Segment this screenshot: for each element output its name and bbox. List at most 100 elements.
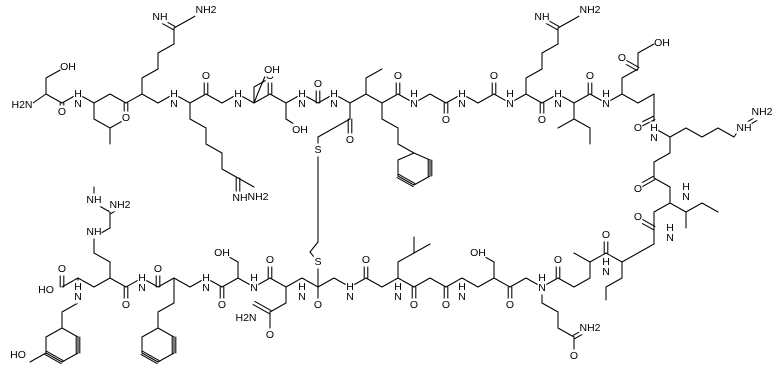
amide-label: N [537, 281, 547, 295]
atom-label: H [537, 271, 547, 285]
atom-label: O [617, 51, 627, 65]
amide-label: N [665, 231, 675, 245]
atom-label: H2N [235, 311, 257, 325]
atom-text: O [442, 299, 450, 311]
bond-280 [61, 352, 79, 363]
atom-text: H [602, 88, 610, 100]
bond-215 [309, 241, 319, 253]
bond-171 [557, 277, 575, 288]
bond-36 [189, 118, 207, 129]
bond-180 [557, 327, 575, 338]
bond-226 [269, 302, 287, 313]
bond-140 [717, 127, 735, 138]
atom-text: HO [38, 284, 54, 296]
bond-184 [493, 277, 511, 288]
atom-label: NH2 [579, 3, 601, 17]
amide-label: N [73, 97, 83, 111]
atom-label: H [169, 87, 179, 101]
amide-text: N [298, 291, 306, 303]
amide-label: N [601, 265, 611, 279]
atom-label: O [345, 133, 355, 147]
atom-text: OH [292, 124, 308, 136]
atom-text: O [58, 106, 66, 118]
bond-229 [252, 304, 270, 315]
bond-190 [461, 277, 479, 288]
atom-text: O [410, 299, 418, 311]
atom-label: OH [470, 246, 486, 260]
atom-label: H [457, 280, 467, 294]
atom-text: OH [264, 64, 280, 76]
amide-label: N [681, 190, 691, 204]
bond-65 [349, 93, 367, 104]
atom-label: H [601, 255, 611, 269]
bond-228 [254, 300, 272, 311]
atom-label: O [633, 210, 643, 224]
atom-text: H [298, 281, 306, 293]
atom-label: O [265, 328, 275, 342]
atom-text: H [410, 88, 418, 100]
atom-text: OH [60, 61, 76, 73]
atom-label: O [313, 298, 323, 312]
amide-text: N [250, 282, 258, 294]
bond-80 [413, 152, 431, 161]
atom-text: H [74, 281, 82, 293]
amide-text: N [458, 291, 466, 303]
bond-250 [157, 327, 175, 338]
amide-text: N [410, 98, 418, 110]
atom-label: H [73, 87, 83, 101]
bond-82 [413, 175, 431, 186]
atom-text: H [298, 88, 306, 100]
atom-label: H [297, 280, 307, 294]
bond-150 [669, 202, 687, 213]
atom-text: O [538, 114, 546, 126]
bond-283 [44, 354, 62, 365]
amide-label: N [409, 97, 419, 111]
bond-178 [541, 302, 559, 313]
atom-text: OH [654, 37, 670, 49]
bond-197 [381, 277, 399, 288]
atom-label: H [681, 180, 691, 194]
bond-211 [285, 277, 303, 288]
bond-61 [333, 118, 351, 129]
atom-label: NH2 [195, 3, 217, 17]
bond-154 [653, 202, 671, 213]
atom-label: O [633, 182, 643, 196]
atom-label: H [505, 87, 515, 101]
atom-text: O [266, 329, 274, 341]
bond-93 [477, 93, 495, 104]
atom-label: O [121, 298, 131, 312]
atom-text: H [202, 272, 210, 284]
atom-label: O [489, 69, 499, 83]
atom-label: O [153, 262, 163, 276]
atom-label: HO [38, 283, 54, 297]
bond-277 [45, 327, 63, 338]
bond-128 [637, 43, 655, 54]
atom-label: O [409, 298, 419, 312]
atom-label: NH2 [109, 198, 131, 212]
atom-label: H [393, 280, 403, 294]
bond-106 [525, 68, 543, 79]
amide-text: N [602, 98, 610, 110]
atom-text: H [506, 88, 514, 100]
bond-201 [397, 252, 415, 263]
bond-275 [61, 302, 79, 313]
atom-text: O [602, 229, 610, 241]
bond-38 [205, 143, 223, 154]
atom-text: O [314, 78, 322, 90]
amide-text: N [298, 98, 306, 110]
atom-text: O [634, 211, 642, 223]
amide-text: N [666, 232, 674, 244]
atom-label: O [633, 121, 643, 135]
atom-text: H [250, 272, 258, 284]
atom-text: OH [214, 247, 230, 259]
bond-6 [45, 68, 63, 79]
atom-label: H [233, 87, 243, 101]
atom-text: NH2 [195, 4, 216, 16]
amide-label: N [457, 97, 467, 111]
bond-203 [413, 243, 431, 254]
amide-label: N [297, 290, 307, 304]
bond-192 [429, 277, 447, 288]
atom-text: NH2 [751, 106, 772, 118]
bond-137 [669, 127, 687, 138]
bond-210 [301, 277, 319, 288]
